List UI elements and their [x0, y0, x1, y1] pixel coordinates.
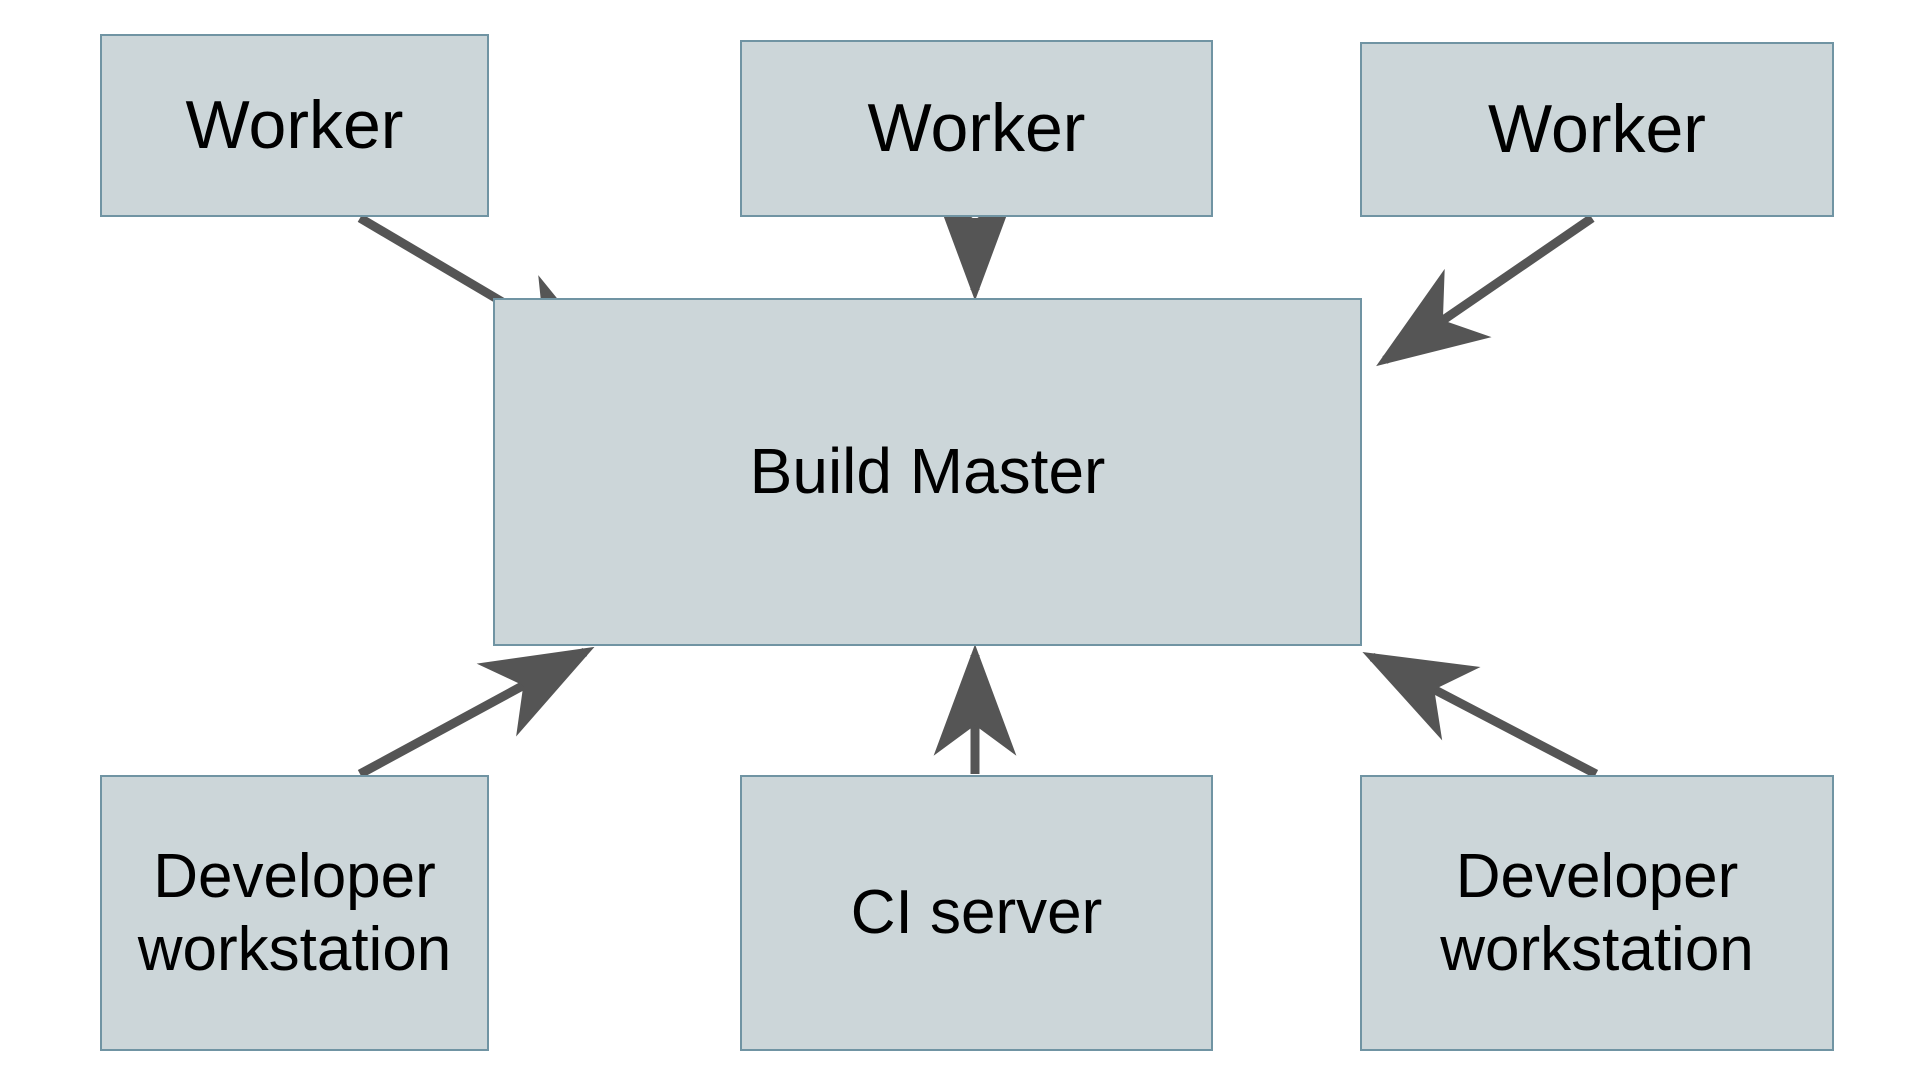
- node-ci-server[interactable]: CI server: [740, 775, 1213, 1051]
- node-developer-workstation-right-label: Developer workstation: [1440, 841, 1754, 984]
- node-developer-workstation-right[interactable]: Developer workstation: [1360, 775, 1834, 1051]
- node-developer-workstation-left-label: Developer workstation: [137, 841, 452, 984]
- edge-dev-right-to-build-master: [1362, 651, 1599, 778]
- edge-dev-left-to-build-master: [357, 646, 595, 778]
- node-worker-right-label: Worker: [1488, 91, 1706, 168]
- node-developer-workstation-left[interactable]: Developer workstation: [100, 775, 489, 1051]
- edge-worker-right-to-build-master: [1376, 214, 1595, 367]
- node-worker-left-label: Worker: [185, 87, 404, 164]
- node-build-master-label: Build Master: [749, 435, 1106, 508]
- node-worker-right[interactable]: Worker: [1360, 42, 1834, 217]
- node-worker-mid[interactable]: Worker: [740, 40, 1213, 217]
- node-worker-mid-label: Worker: [867, 90, 1086, 167]
- node-worker-left[interactable]: Worker: [100, 34, 489, 217]
- node-build-master[interactable]: Build Master: [493, 298, 1362, 646]
- node-ci-server-label: CI server: [850, 878, 1103, 948]
